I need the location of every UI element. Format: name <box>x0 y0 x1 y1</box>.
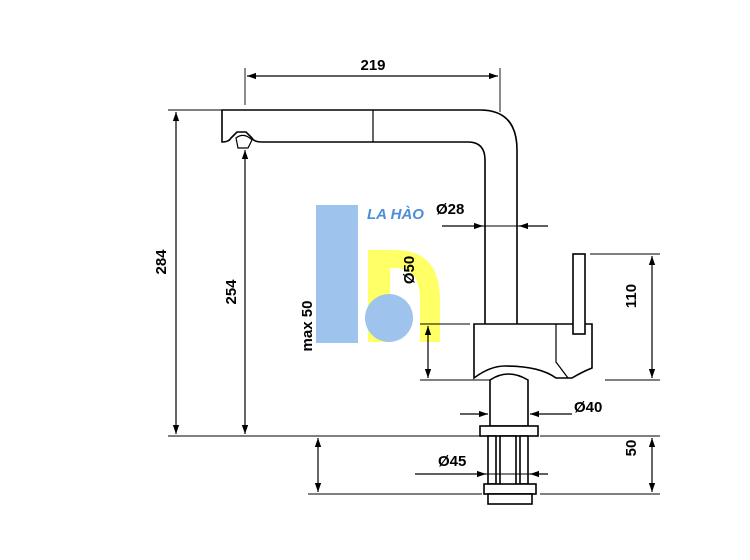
label-total-width: 219 <box>360 57 385 74</box>
label-spout-height: 254 <box>223 279 240 305</box>
shank-end <box>487 493 533 505</box>
watermark-text: LA HÀO <box>367 206 424 223</box>
aerator-tip <box>235 134 253 149</box>
shank-nut <box>483 483 537 495</box>
watermark-blue-bar <box>316 205 358 343</box>
shank-left <box>487 435 497 485</box>
shank-center <box>499 435 517 487</box>
deck-plate <box>479 425 539 437</box>
faucet-base <box>489 373 529 427</box>
watermark-blue-dot <box>365 294 413 342</box>
label-shank-length: 50 <box>623 440 640 457</box>
watermark-logo: LA HÀO <box>316 205 440 343</box>
label-shank-diameter: Ø45 <box>438 453 466 470</box>
label-total-height: 284 <box>153 249 170 275</box>
label-neck-diameter: Ø28 <box>436 201 464 218</box>
faucet-body <box>473 323 593 380</box>
dimension-labels: 219 284 254 max 50 Ø28 Ø50 Ø40 Ø45 110 5… <box>153 57 640 470</box>
shank-right <box>519 435 529 485</box>
watermark-yellow-shape <box>368 250 440 342</box>
faucet-outline <box>221 109 593 505</box>
label-lever-height: 110 <box>623 284 640 308</box>
dimension-lines <box>172 72 656 492</box>
label-body-diameter: Ø50 <box>401 256 418 284</box>
label-base-diameter: Ø40 <box>574 399 602 416</box>
spout-arm <box>221 109 518 327</box>
label-max-deck: max 50 <box>299 301 316 352</box>
body-lever-step <box>555 324 569 379</box>
handle-lever <box>572 253 586 335</box>
extension-lines <box>168 68 660 495</box>
